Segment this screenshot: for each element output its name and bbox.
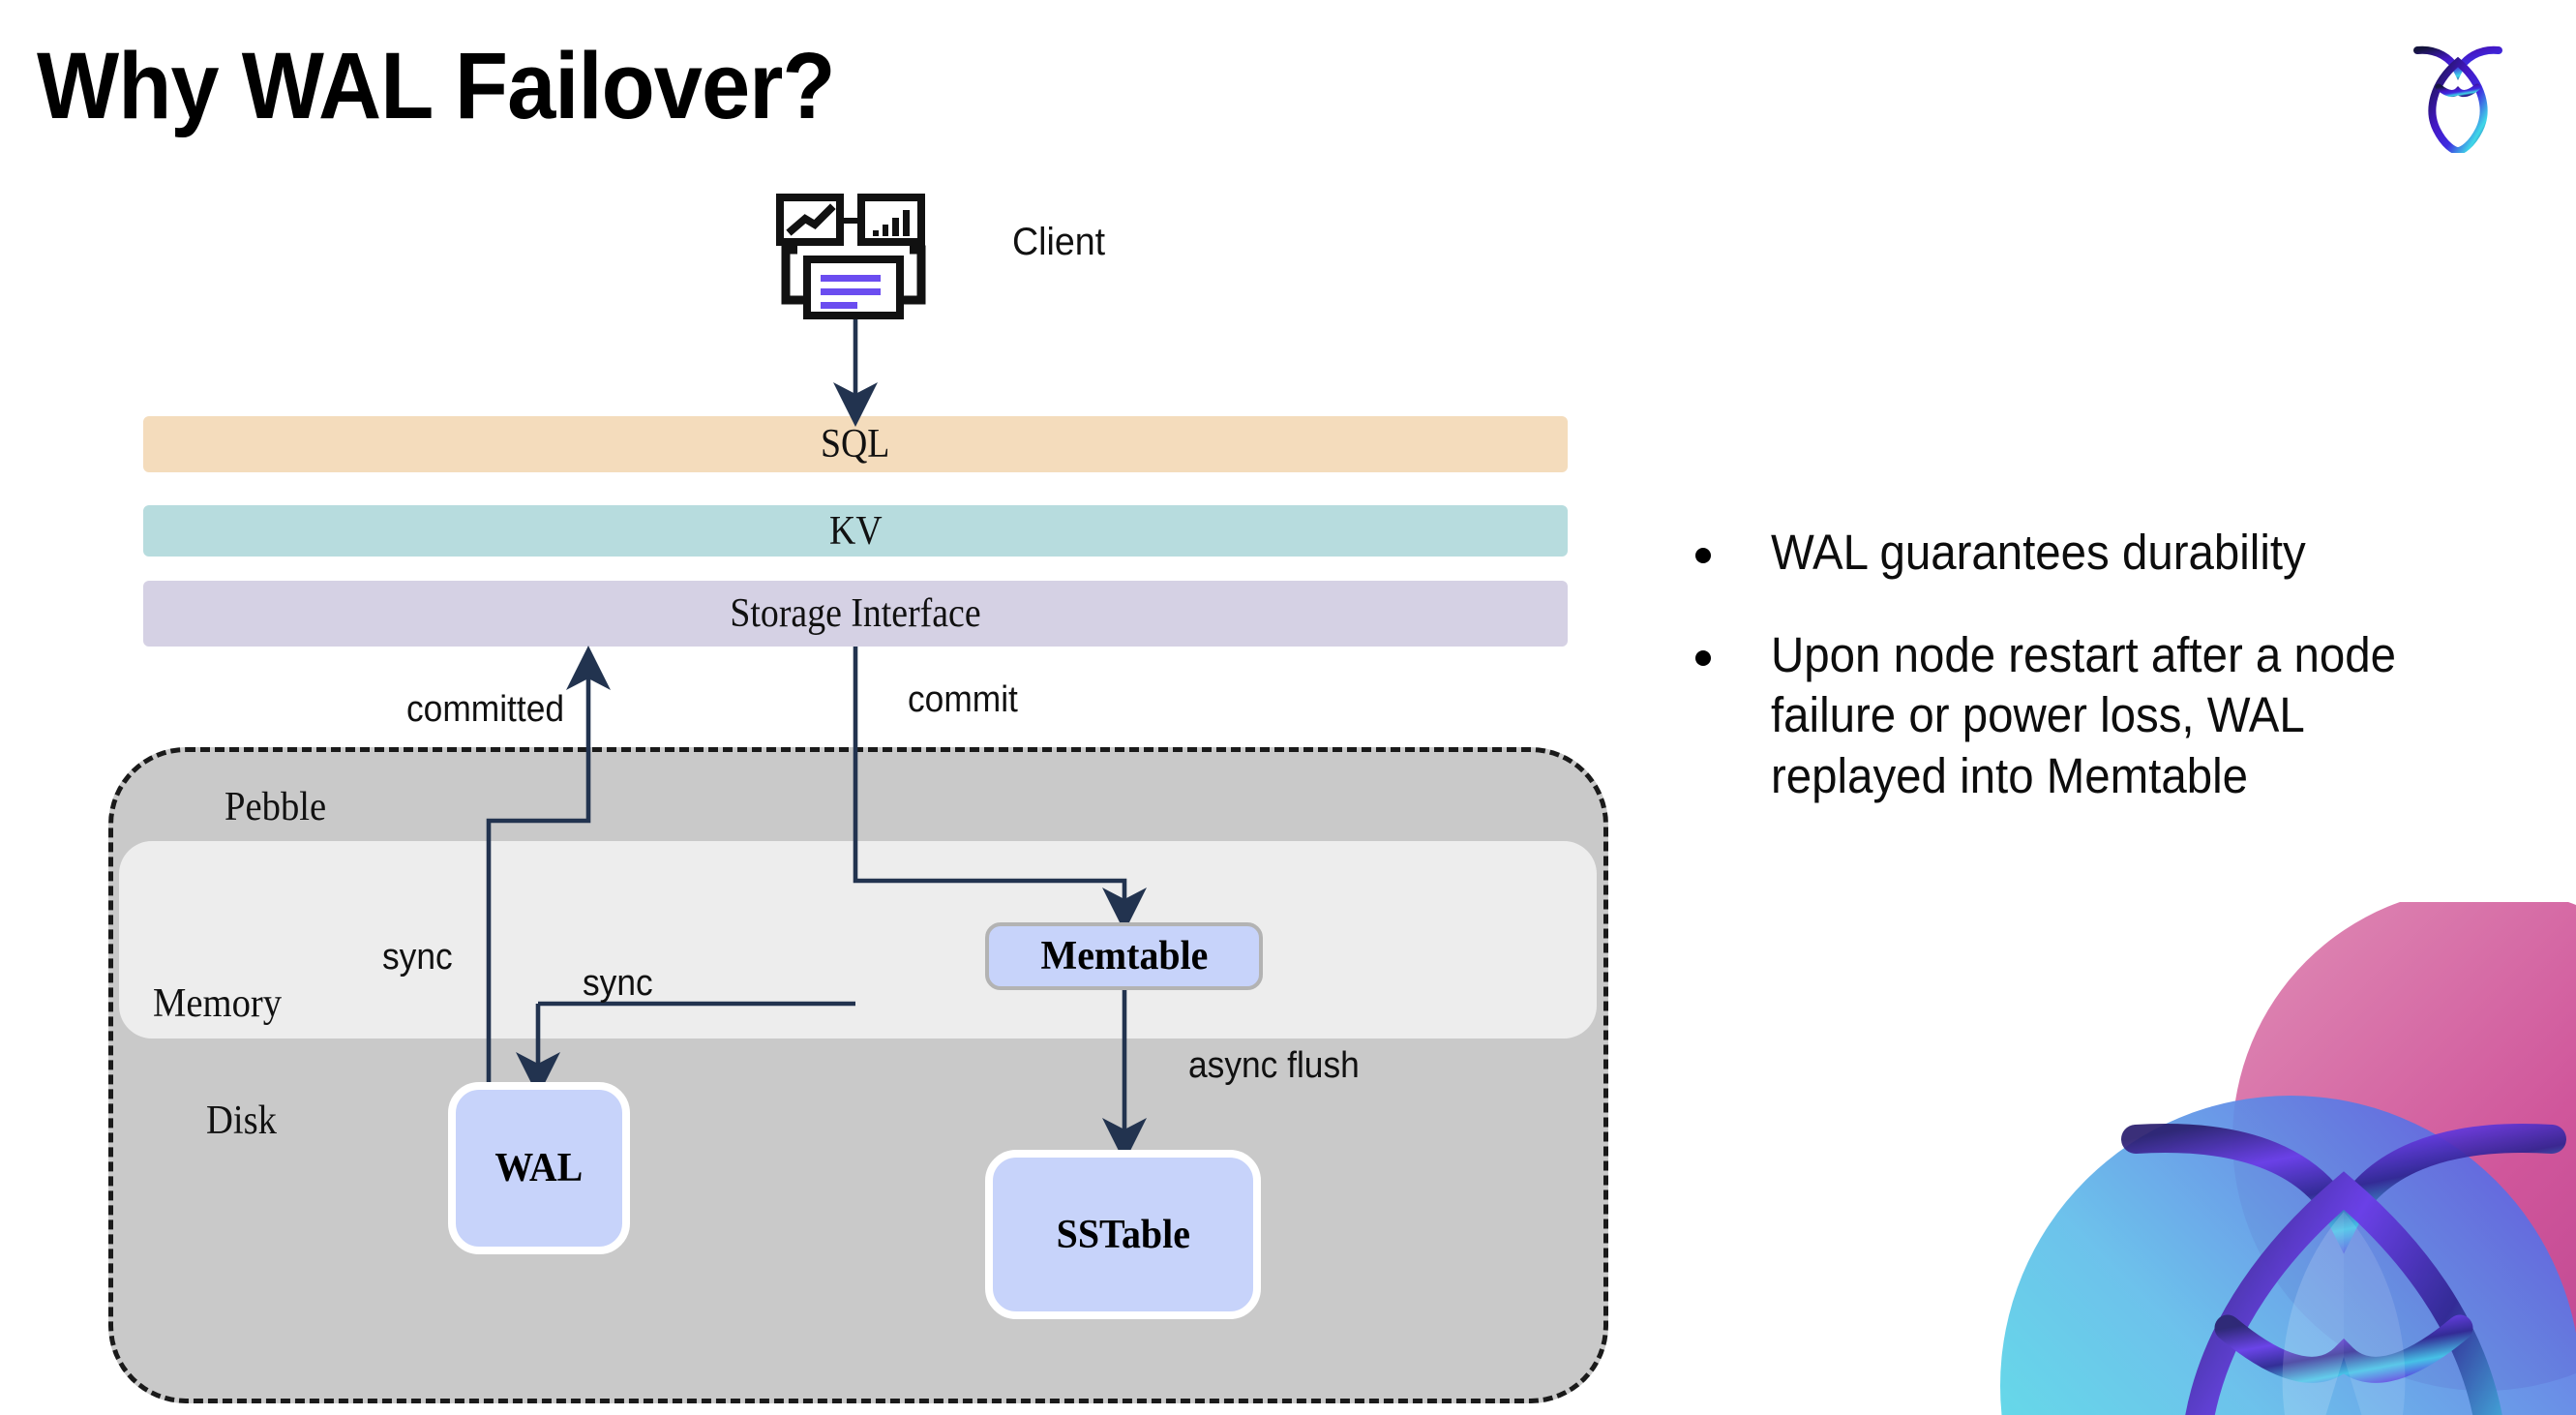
edge-label-committed: committed <box>406 689 565 730</box>
node-sstable-label: SSTable <box>1056 1212 1190 1257</box>
layer-bar-storage-interface-label: Storage Interface <box>730 591 981 636</box>
pebble-label: Pebble <box>225 785 327 829</box>
page-title: Why WAL Failover? <box>37 33 836 138</box>
node-memtable: Memtable <box>985 922 1263 990</box>
edge-label-commit: commit <box>908 679 1018 720</box>
layer-bar-kv-label: KV <box>828 508 883 554</box>
node-memtable-label: Memtable <box>1040 934 1208 978</box>
node-sstable: SSTable <box>985 1150 1261 1319</box>
client-label: Client <box>1012 221 1106 263</box>
layer-bar-sql-label: SQL <box>821 422 890 467</box>
edge-label-async-flush: async flush <box>1188 1045 1360 1086</box>
layer-bar-kv: KV <box>143 505 1568 557</box>
cockroachdb-logo-icon <box>2408 37 2509 156</box>
bullet-list: WAL guarantees durability Upon node rest… <box>1695 523 2518 849</box>
layer-bar-storage-interface: Storage Interface <box>143 581 1568 647</box>
client-dashboard-icon <box>776 194 931 319</box>
edge-label-sync-right: sync <box>583 963 653 1004</box>
layer-bar-sql: SQL <box>143 416 1568 472</box>
cockroachdb-watermark-icon <box>1957 902 2576 1415</box>
list-item: WAL guarantees durability <box>1695 523 2518 583</box>
bullet-dot-icon <box>1695 548 1711 563</box>
edge-label-sync-left: sync <box>382 937 453 978</box>
memory-container <box>119 841 1597 1039</box>
bullet-text: Upon node restart after a node failure o… <box>1771 627 2397 803</box>
list-item: Upon node restart after a node failure o… <box>1695 625 2518 806</box>
node-wal: WAL <box>448 1082 630 1254</box>
memory-label: Memory <box>153 981 283 1026</box>
bullet-dot-icon <box>1695 650 1711 667</box>
disk-label: Disk <box>206 1099 278 1143</box>
bullet-text: WAL guarantees durability <box>1771 525 2306 580</box>
node-wal-label: WAL <box>494 1146 584 1190</box>
